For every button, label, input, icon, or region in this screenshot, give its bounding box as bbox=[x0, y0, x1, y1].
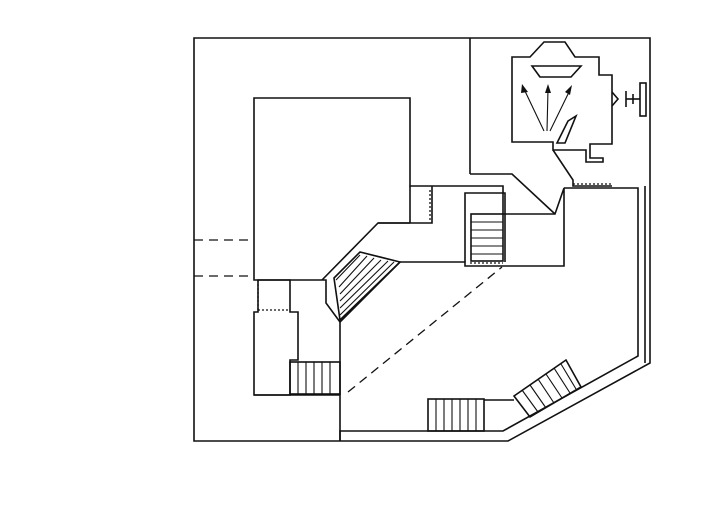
outer-boundary bbox=[193, 37, 651, 442]
dashed-diagonal-route bbox=[347, 266, 503, 393]
stair-bottom-straight bbox=[427, 398, 485, 432]
left-passage bbox=[194, 239, 254, 277]
projection-arrows bbox=[521, 84, 572, 132]
inner-corridor-walls bbox=[321, 186, 506, 281]
projection-room bbox=[470, 41, 613, 215]
projection-arrow-center bbox=[545, 84, 551, 132]
stair-right-block bbox=[470, 213, 504, 262]
right-corridor-walls bbox=[339, 186, 646, 441]
stair-inner-diagonal bbox=[333, 251, 402, 322]
stair-bottom-diagonal bbox=[512, 358, 583, 419]
doorways bbox=[257, 190, 503, 311]
wall-lamp-icon bbox=[611, 82, 647, 117]
central-hall bbox=[253, 97, 565, 324]
projection-arrow-right bbox=[549, 85, 572, 132]
stair-lower-left bbox=[289, 361, 341, 395]
projection-arrow-left bbox=[521, 84, 545, 132]
